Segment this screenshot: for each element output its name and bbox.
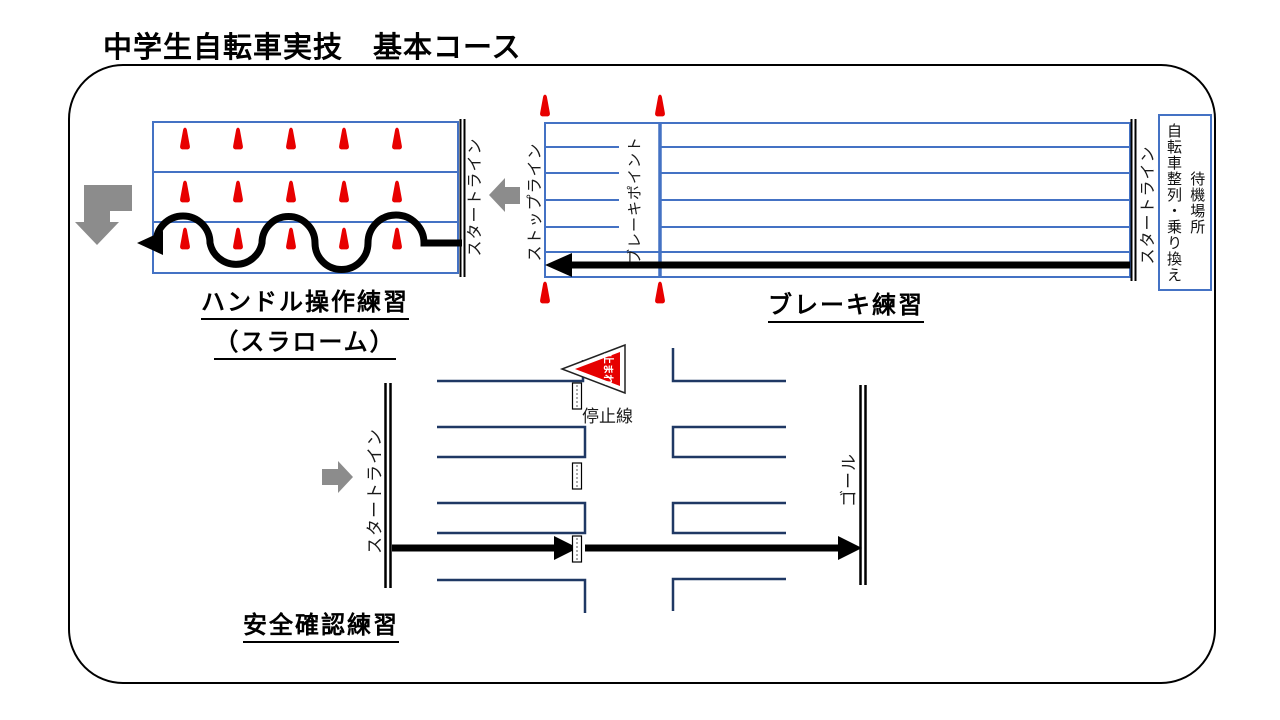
safety-ride-arrowhead-2	[838, 536, 862, 560]
traffic-cone-icon	[339, 127, 349, 150]
safety-ride-arrowhead-1	[554, 536, 578, 560]
transfer-arrow-left	[489, 178, 520, 212]
stop-sign-face	[575, 352, 620, 386]
brake-course	[540, 94, 1137, 304]
road-segment	[437, 360, 585, 383]
waiting-area-text: 待機場所 自転車整列・乗り換え	[1162, 123, 1209, 283]
traffic-cone-icon	[339, 227, 349, 250]
stop-line-marker	[571, 382, 583, 410]
traffic-cone-icon	[540, 94, 550, 117]
slalom-label-line1: ハンドル操作練習	[201, 282, 409, 320]
brake-ride-arrow	[558, 261, 1130, 269]
waiting-area-line1: 待機場所	[1188, 170, 1206, 235]
road-segment	[437, 578, 587, 613]
stop-line-markers	[571, 382, 583, 563]
course-outline-border	[68, 64, 1216, 684]
slalom-exit-arrow	[75, 185, 132, 245]
traffic-cone-icon	[286, 227, 296, 250]
road-segment	[437, 501, 587, 535]
safety-course: 止まれ	[322, 343, 867, 613]
stop-line-marker	[571, 535, 583, 563]
stop-line-marker	[571, 462, 583, 490]
traffic-cone-icon	[655, 281, 665, 304]
brake-section-label: ブレーキ練習	[768, 285, 924, 323]
traffic-cone-icon	[392, 180, 402, 203]
traffic-cone-icon	[180, 180, 190, 203]
road-segment	[671, 348, 786, 383]
page-title: 中学生自転車実技 基本コース	[103, 32, 522, 64]
brake-stop-line-label: ストップライン	[527, 142, 544, 262]
slalom-course-rect	[152, 121, 459, 274]
traffic-cone-icon	[286, 180, 296, 203]
stop-line-caption: 停止線	[582, 407, 633, 426]
traffic-cone-icon	[392, 227, 402, 250]
traffic-cone-icon	[180, 227, 190, 250]
slalom-path-arrow	[152, 211, 462, 273]
safety-ride-arrow-2	[585, 544, 843, 552]
slalom-course	[75, 119, 520, 277]
traffic-cone-icon	[392, 127, 402, 150]
traffic-cone-icon	[286, 127, 296, 150]
traffic-cone-icon	[233, 180, 243, 203]
slalom-cones-row-1	[180, 127, 402, 150]
slalom-label-line2: （スラローム）	[214, 322, 396, 360]
traffic-cone-icon	[339, 180, 349, 203]
brake-point-label: ブレーキポイント	[626, 135, 644, 265]
slalom-cones-row-2	[180, 180, 402, 203]
safety-entry-arrow	[322, 461, 353, 493]
slalom-section-label: ハンドル操作練習 （スラローム）	[160, 282, 450, 360]
road-segment	[671, 425, 786, 459]
safety-start-line-label: スタートライン	[365, 428, 385, 554]
slalom-path-arrowhead	[137, 231, 163, 255]
goal-line-label: ゴール	[839, 453, 859, 507]
traffic-cone-icon	[180, 127, 190, 150]
brake-start-line-label: スタートライン	[1140, 145, 1157, 265]
stop-sign-text: 止まれ	[602, 353, 615, 385]
traffic-cone-icon	[233, 127, 243, 150]
safety-roads	[437, 348, 786, 613]
road-segment	[671, 577, 786, 611]
traffic-cone-icon	[540, 281, 550, 304]
traffic-cone-icon	[233, 227, 243, 250]
brake-ride-arrowhead	[545, 253, 572, 277]
safety-ride-arrow-1	[392, 544, 558, 552]
waiting-area-box: 待機場所 自転車整列・乗り換え	[1158, 114, 1212, 291]
safety-section-label: 安全確認練習	[243, 605, 399, 643]
road-segment	[437, 425, 587, 459]
brake-lane-lines	[545, 146, 1130, 253]
traffic-cone-icon	[655, 94, 665, 117]
waiting-area-line2: 自転車整列・乗り換え	[1165, 122, 1182, 283]
slalom-start-line-label: スタートライン	[467, 137, 484, 257]
stop-sign: 止まれ	[559, 343, 626, 395]
road-segment	[671, 501, 786, 535]
